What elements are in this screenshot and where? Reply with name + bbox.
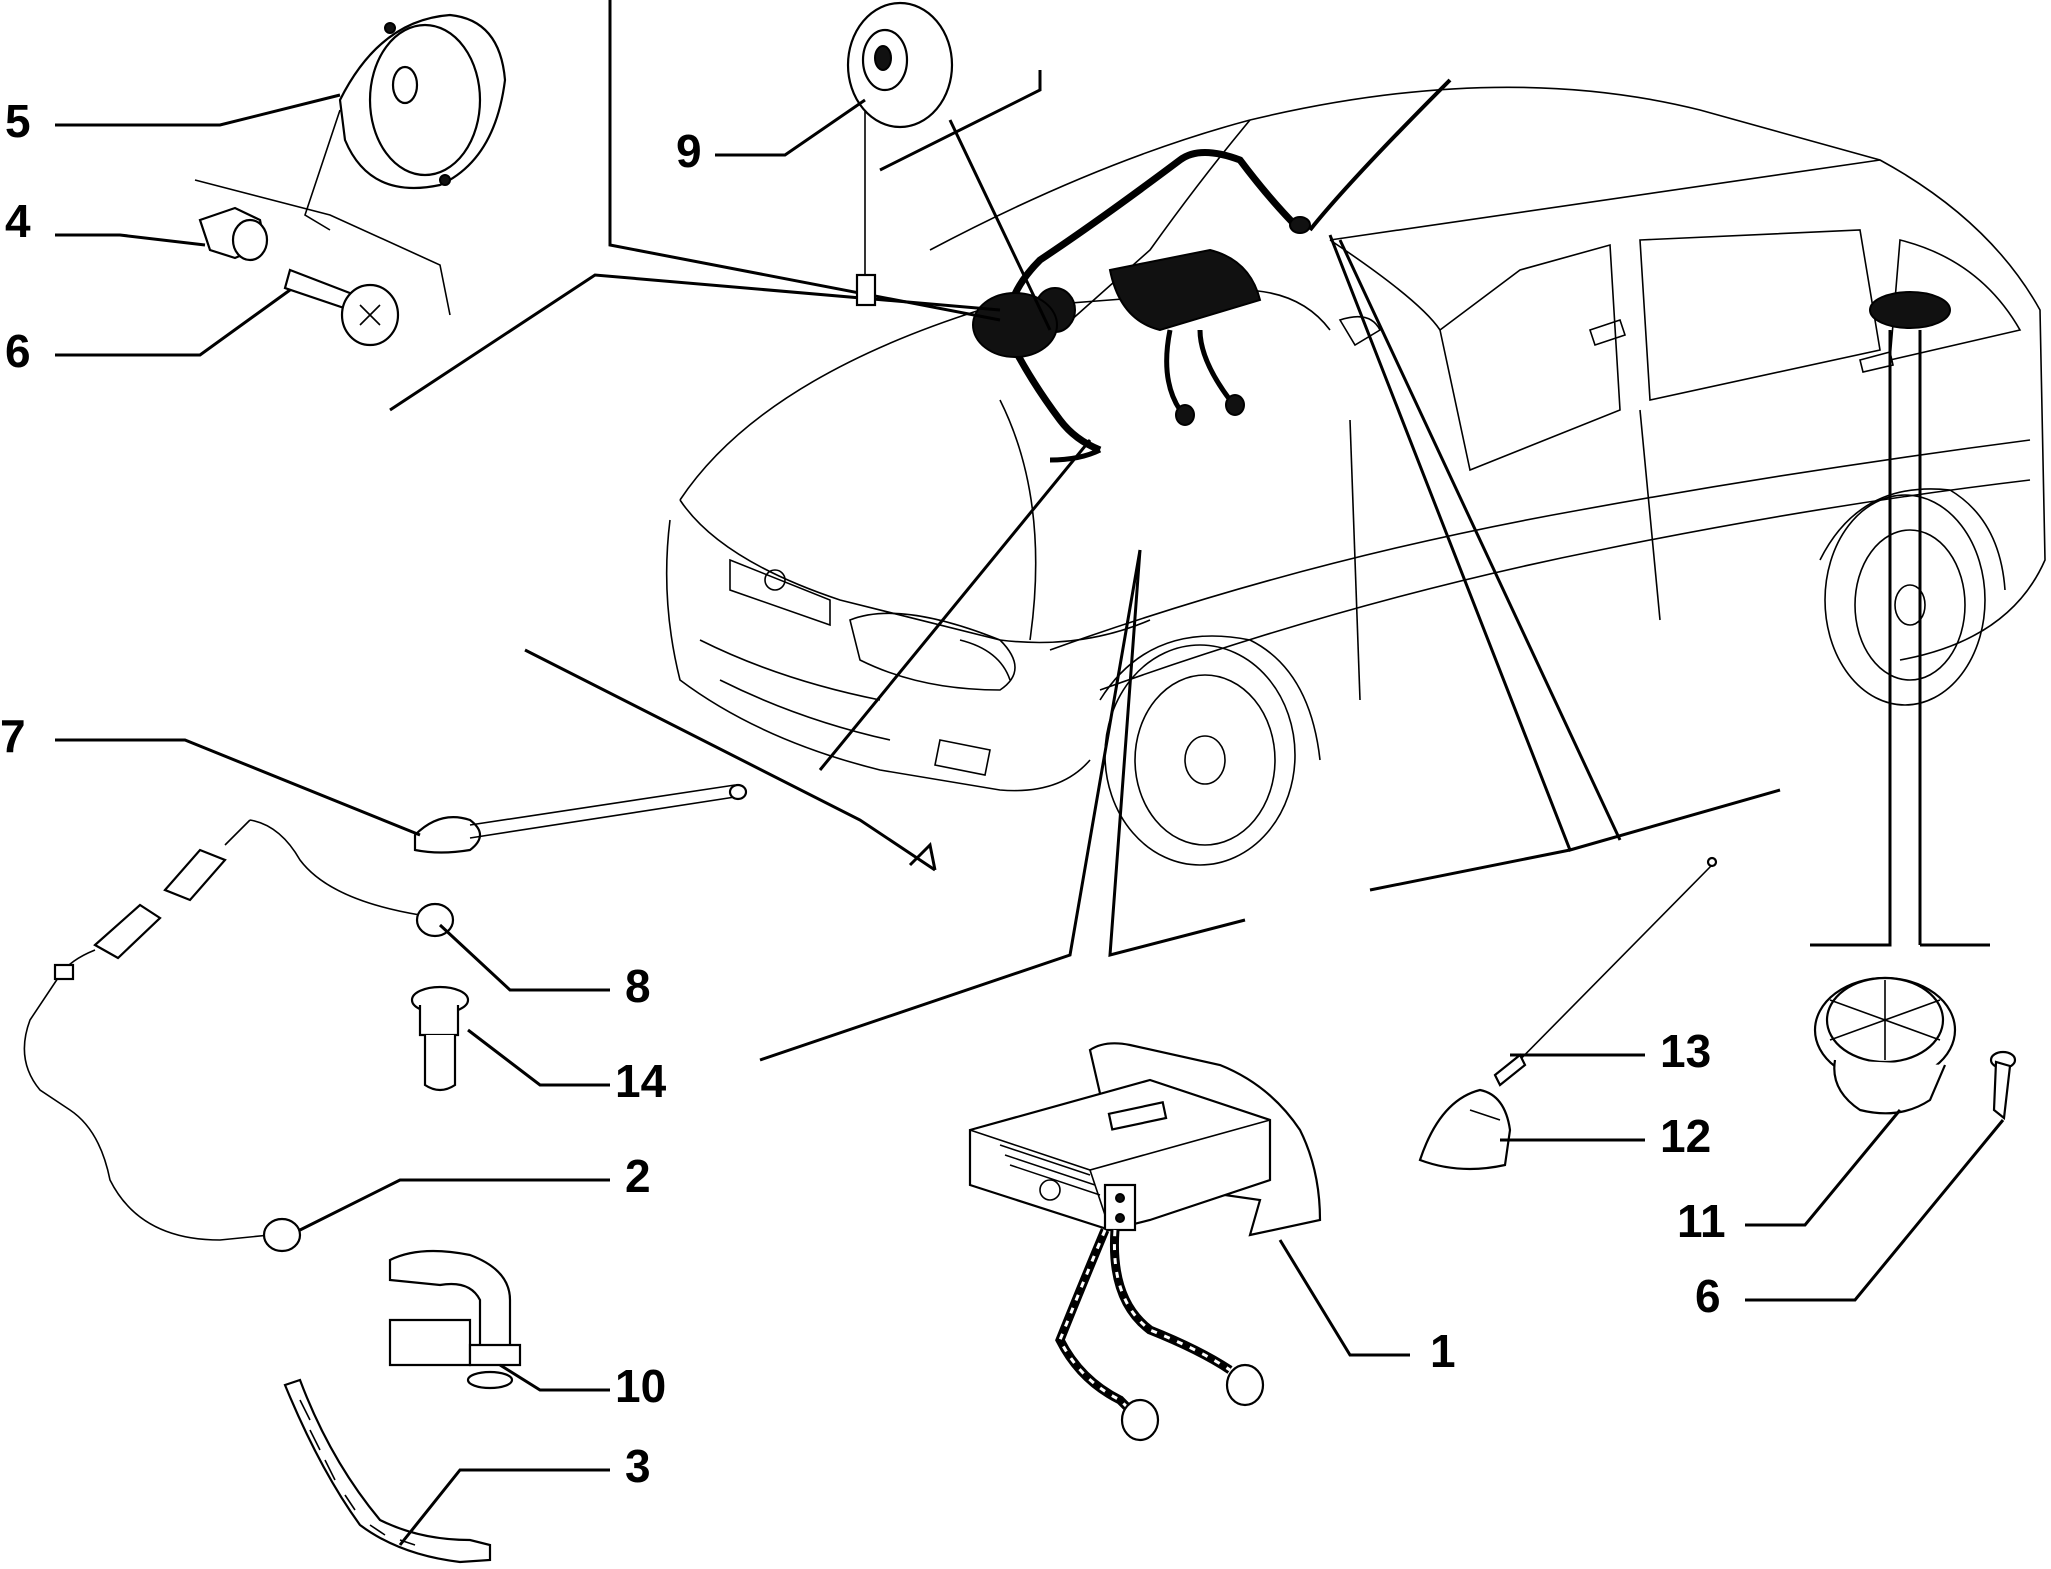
cable-8	[163, 819, 455, 938]
callout-6-right: 6	[1695, 1270, 1721, 1322]
callout-3: 3	[625, 1440, 651, 1492]
cable-2	[23, 903, 302, 1253]
callout-10: 10	[615, 1360, 666, 1412]
clip-4	[198, 206, 269, 262]
callout-9: 9	[676, 125, 702, 177]
radio-unit-1	[968, 1042, 1322, 1442]
callout-lines	[55, 93, 2005, 1546]
car-illustration	[665, 78, 2046, 866]
speaker-9	[846, 1, 954, 307]
callout-14: 14	[615, 1055, 667, 1107]
grommet-14	[410, 985, 470, 1092]
callout-4: 4	[5, 195, 31, 247]
callout-2: 2	[625, 1150, 651, 1202]
callout-labels: 5 4 6 9 7 8 14 2 10 3 1 13 12 11 6	[0, 95, 1726, 1492]
callout-8: 8	[625, 960, 651, 1012]
speaker-11	[1813, 976, 1957, 1115]
cable-tie-3	[283, 1378, 492, 1564]
callout-13: 13	[1660, 1025, 1711, 1077]
clip-10	[388, 1249, 522, 1390]
antenna-lead-7	[413, 783, 748, 854]
callout-11: 11	[1677, 1195, 1726, 1247]
callout-6-top: 6	[5, 325, 31, 377]
callout-1: 1	[1430, 1325, 1456, 1377]
callout-5: 5	[5, 95, 31, 147]
screw-6-top	[283, 268, 400, 347]
callout-12: 12	[1660, 1110, 1711, 1162]
antenna-base-12	[1418, 1088, 1512, 1171]
callout-7: 7	[0, 710, 26, 762]
speaker-housing-5	[338, 13, 507, 190]
antenna-mast-13	[1493, 856, 1718, 1087]
screw-6-right	[1989, 1050, 2017, 1121]
